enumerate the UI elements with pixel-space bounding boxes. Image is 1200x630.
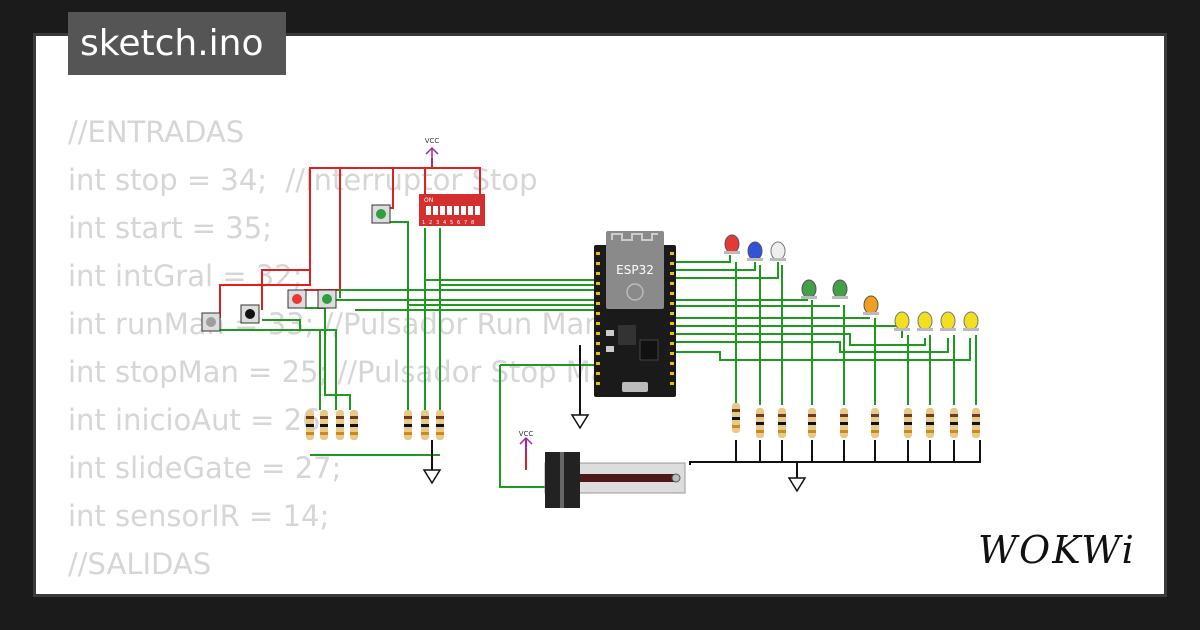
ground-wires (431, 345, 981, 478)
resistor-group-right (732, 403, 980, 438)
led-yellow[interactable] (963, 311, 979, 331)
led-blue[interactable] (747, 241, 763, 261)
code-line: //SALIDAS (68, 547, 212, 581)
code-line: int sensorIR = 14; (68, 499, 330, 533)
dip-number: 2 (429, 220, 432, 226)
led-green[interactable] (801, 279, 817, 299)
vcc-marker (425, 146, 533, 455)
vcc-label: VCC (425, 137, 440, 145)
code-line: //ENTRADAS (68, 115, 245, 149)
led-yellow[interactable] (917, 311, 933, 331)
dip-number: 6 (457, 220, 460, 226)
dip-on-label: ON (424, 197, 433, 204)
push-button-red[interactable] (287, 289, 307, 309)
power-wires (219, 158, 527, 470)
code-line: int intGral = 32; (68, 259, 303, 293)
resistor-group-left (306, 410, 444, 440)
signal-wires (220, 221, 977, 488)
dip-number: 5 (450, 220, 453, 226)
led-yellow[interactable] (894, 311, 910, 331)
dip-number: 8 (471, 220, 474, 226)
push-button-black[interactable] (240, 304, 260, 324)
code-line: int start = 35; (68, 211, 272, 245)
dip-number: 4 (443, 220, 446, 226)
push-button-green[interactable] (317, 289, 337, 309)
dip-switch[interactable]: ON 1 2 3 4 5 6 7 8 (419, 194, 485, 226)
led-yellow[interactable] (940, 311, 956, 331)
dip-number: 7 (464, 220, 467, 226)
code-line: int slideGate = 27; (68, 451, 342, 485)
filename-tab: sketch.ino (68, 12, 286, 75)
ground-symbol (422, 414, 807, 493)
led-green[interactable] (832, 279, 848, 299)
esp32-label: ESP32 (616, 263, 654, 277)
wokwi-logo: WOKWi (978, 528, 1136, 572)
bottom-frame (0, 597, 1200, 630)
led-orange[interactable] (863, 295, 879, 315)
dip-number: 1 (422, 220, 425, 226)
esp32-board[interactable]: ESP32 (594, 231, 676, 397)
push-button-green[interactable] (371, 204, 391, 224)
slide-potentiometer[interactable] (544, 452, 686, 508)
led-white[interactable] (770, 241, 786, 261)
vcc-label: VCC (519, 430, 534, 438)
led-red[interactable] (724, 234, 740, 254)
dip-number: 3 (436, 220, 439, 226)
push-button-gray[interactable] (201, 312, 221, 332)
